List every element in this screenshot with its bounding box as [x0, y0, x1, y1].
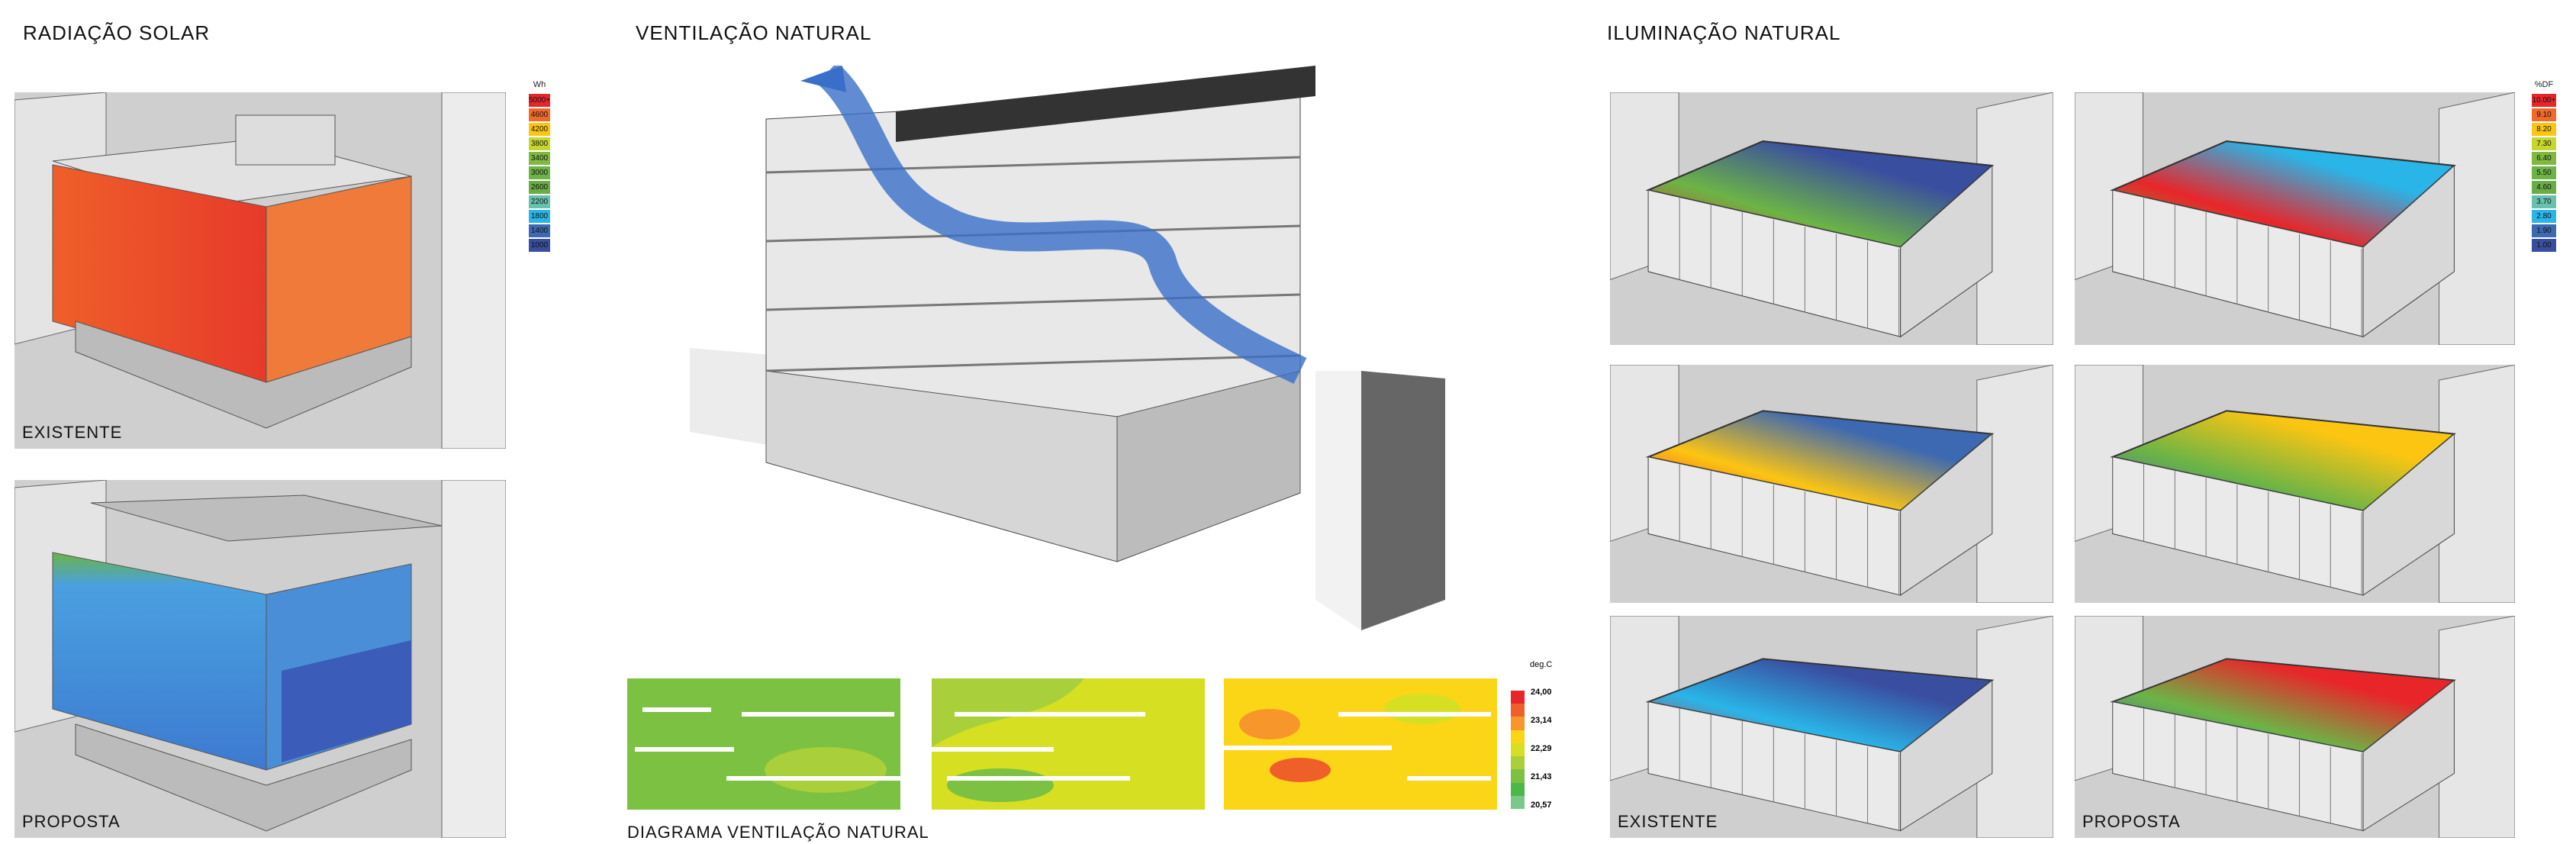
ventilation-diagram-2: [932, 678, 1205, 810]
legend-swatch: 4200: [529, 123, 550, 136]
lighting-panel: EXISTENTE: [1610, 616, 2053, 838]
legend-swatch: [1511, 756, 1525, 770]
panel-label: PROPOSTA: [2082, 812, 2181, 831]
lighting-model: [2075, 92, 2515, 345]
solar-existing-model: [14, 92, 506, 449]
legend-label: 24,00: [1531, 688, 1552, 697]
section-title-lighting: ILUMINAÇÃO NATURAL: [1607, 21, 1841, 44]
legend-swatch: 3800: [529, 137, 550, 150]
legend-swatch: [1511, 782, 1525, 796]
section-title-ventilation: VENTILAÇÃO NATURAL: [636, 21, 872, 44]
legend-swatch: 2.80: [2532, 210, 2556, 223]
legend-swatch: 3.70: [2532, 195, 2556, 208]
legend-unit: Wh: [533, 80, 546, 89]
legend-swatch: 7.30: [2532, 137, 2556, 150]
legend-swatch: 5.50: [2532, 166, 2556, 179]
legend-swatch: 3000: [529, 166, 550, 179]
legend-swatch: 9.10: [2532, 108, 2556, 121]
legend-unit: deg.C: [1530, 660, 1553, 669]
panel-label: PROPOSTA: [22, 812, 121, 831]
legend-label: 23,14: [1531, 716, 1552, 725]
lighting-panel: [2075, 92, 2515, 345]
lighting-model: [2075, 365, 2515, 603]
legend-swatch: 1800: [529, 210, 550, 223]
legend-swatch: 2200: [529, 195, 550, 208]
temperature-legend: deg.C 24,00 23,14 22,29 21,43 20,57: [1503, 660, 1564, 813]
ventilation-caption: DIAGRAMA VENTILAÇÃO NATURAL: [627, 823, 929, 842]
ventilation-diagram-3: [1224, 678, 1497, 810]
legend-swatch: 1.00: [2532, 239, 2556, 252]
legend-swatch: 1400: [529, 224, 550, 237]
lighting-model: [1610, 616, 2053, 838]
legend-swatch: 8.20: [2532, 123, 2556, 136]
legend-label: 22,29: [1531, 744, 1552, 753]
lighting-panel: [1610, 365, 2053, 603]
legend-swatch: 5000+: [529, 94, 550, 107]
lighting-panel: [2075, 365, 2515, 603]
legend-swatch: [1511, 730, 1525, 743]
lighting-model: [2075, 616, 2515, 838]
ventilation-section-model: [690, 66, 1445, 630]
legend-swatch: [1511, 717, 1525, 730]
lighting-panel: PROPOSTA: [2075, 616, 2515, 838]
lighting-panel: [1610, 92, 2053, 345]
solar-proposal-panel: PROPOSTA: [14, 480, 506, 838]
legend-swatch: 1000: [529, 239, 550, 252]
legend-swatch: [1511, 704, 1525, 717]
legend-label: 20,57: [1531, 801, 1552, 810]
legend-swatch: 4600: [529, 108, 550, 121]
legend-label: 21,43: [1531, 772, 1552, 781]
lighting-model: [1610, 365, 2053, 603]
legend-swatch: [1511, 743, 1525, 757]
section-title-solar: RADIAÇÃO SOLAR: [23, 21, 211, 44]
legend-swatch: [1511, 795, 1525, 809]
solar-proposal-model: [14, 480, 506, 838]
panel-label: EXISTENTE: [22, 423, 123, 442]
lighting-model: [1610, 92, 2053, 345]
legend-swatch: 1.90: [2532, 224, 2556, 237]
legend-swatch: 10.00+: [2532, 94, 2556, 107]
ventilation-diagram-1: [627, 678, 900, 810]
legend-swatch: [1511, 691, 1525, 704]
legend-swatch: 2600: [529, 181, 550, 194]
legend-unit: %DF: [2534, 80, 2554, 89]
legend-swatch: 4.60: [2532, 181, 2556, 194]
panel-label: EXISTENTE: [1618, 812, 1718, 831]
legend-swatch: 3400: [529, 152, 550, 165]
legend-swatch: [1511, 769, 1525, 783]
legend-swatch: 6.40: [2532, 152, 2556, 165]
solar-existing-panel: EXISTENTE: [14, 92, 506, 449]
